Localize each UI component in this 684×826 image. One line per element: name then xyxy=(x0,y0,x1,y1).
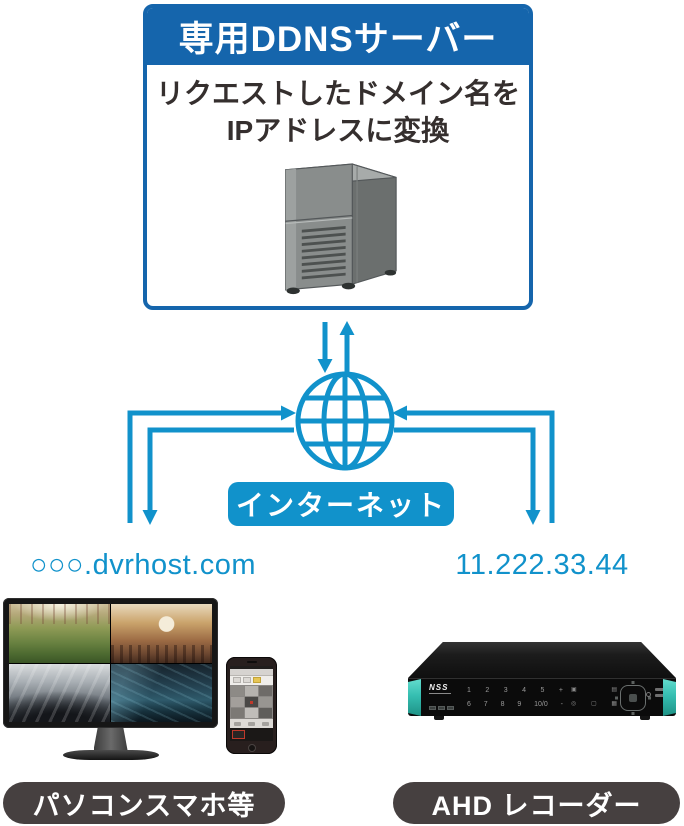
recorder-left-accent xyxy=(408,679,421,716)
phone-app-tabs xyxy=(230,676,273,685)
recorder-button-7: 7 xyxy=(483,701,488,708)
description-line-1: リクエストしたドメイン名を xyxy=(155,78,520,109)
server-tower-icon xyxy=(285,163,397,295)
ahd-recorder-caption: AHD レコーダー xyxy=(393,782,680,824)
camera-view-escalator xyxy=(111,663,212,722)
camera-view-mall xyxy=(111,604,212,663)
globe-icon xyxy=(295,371,395,471)
phone-record-button xyxy=(232,730,245,739)
monitor-bezel xyxy=(3,598,218,728)
recorder-top-face xyxy=(408,642,676,678)
recorder-indicator-lights xyxy=(429,706,454,710)
monitor-stand-base xyxy=(62,750,159,760)
recorder-number-buttons-row1: 1 2 3 4 5 + xyxy=(467,687,563,694)
left-downlink-arrowhead xyxy=(142,510,158,525)
recorder-button-plus: + xyxy=(558,687,563,694)
recorder-right-accent xyxy=(663,679,676,716)
phone-camera-thumbnails xyxy=(230,685,273,719)
left-downlink-path xyxy=(147,427,294,511)
ddns-server-description: リクエストしたドメイン名を IPアドレスに変換 xyxy=(147,76,529,150)
recorder-button-3: 3 xyxy=(503,687,508,694)
monitor-stand-neck xyxy=(93,728,128,750)
network-flow-arrows xyxy=(127,321,555,525)
ahd-recorder: NSS 1 2 3 4 5 + 6 7 8 9 10/0 - xyxy=(408,642,676,720)
recorder-button-minus: - xyxy=(560,701,563,708)
phone-app-screen xyxy=(230,666,273,741)
left-uplink-arrowhead xyxy=(281,405,296,421)
recorder-brand-logo: NSS xyxy=(429,684,451,694)
phone-app-toolbar xyxy=(230,669,273,676)
recorder-button-9: 9 xyxy=(517,701,522,708)
recorder-button-10-0: 10/0 xyxy=(534,701,548,708)
phone-speaker xyxy=(246,661,257,663)
recorder-usb-port xyxy=(655,688,664,697)
phone-status-bar xyxy=(230,666,273,669)
recorder-function-icons-row1: ▣▤ xyxy=(571,687,617,693)
right-uplink-arrowhead xyxy=(392,405,407,421)
recorder-button-2: 2 xyxy=(485,687,490,694)
right-downlink-path xyxy=(394,427,536,511)
recorder-button-4: 4 xyxy=(522,687,527,694)
server-downlink-arrowhead xyxy=(317,359,333,373)
phone-home-button xyxy=(247,744,256,752)
recorder-feet xyxy=(408,716,676,720)
phone-control-bar xyxy=(230,719,273,728)
recorder-power-button xyxy=(646,692,651,697)
right-uplink-path xyxy=(406,410,555,523)
recorder-dpad xyxy=(615,681,651,715)
recorder-button-1: 1 xyxy=(467,687,471,694)
recorder-button-5: 5 xyxy=(540,687,545,694)
camera-view-atrium xyxy=(9,604,110,663)
domain-name-text: ○○○.dvrhost.com xyxy=(29,549,257,581)
pc-smartphone-caption: パソコンスマホ等 xyxy=(3,782,285,824)
description-line-2: IPアドレスに変換 xyxy=(226,114,450,146)
recorder-number-buttons-row2: 6 7 8 9 10/0 - xyxy=(467,701,563,708)
right-downlink-arrowhead xyxy=(525,510,541,525)
server-uplink-arrowhead xyxy=(339,321,355,335)
phone-bottom-bar xyxy=(230,728,273,741)
internet-label: インターネット xyxy=(228,482,454,526)
ip-address-text: 11.222.33.44 xyxy=(455,549,629,581)
left-uplink-path xyxy=(127,410,282,523)
ddns-server-title: 専用DDNSサーバー xyxy=(147,8,529,65)
pc-monitor xyxy=(3,598,218,760)
recorder-button-6: 6 xyxy=(467,701,471,708)
recorder-controls: NSS 1 2 3 4 5 + 6 7 8 9 10/0 - xyxy=(421,679,664,716)
camera-grid-screen xyxy=(9,604,212,722)
recorder-button-8: 8 xyxy=(500,701,505,708)
recorder-function-icons-row2: ◎▢▦ xyxy=(571,701,617,707)
smartphone xyxy=(226,657,277,754)
recorder-front-panel: NSS 1 2 3 4 5 + 6 7 8 9 10/0 - xyxy=(408,678,676,716)
camera-view-tunnel xyxy=(9,663,110,722)
ddns-server-box: 専用DDNSサーバー リクエストしたドメイン名を IPアドレスに変換 xyxy=(143,4,533,310)
